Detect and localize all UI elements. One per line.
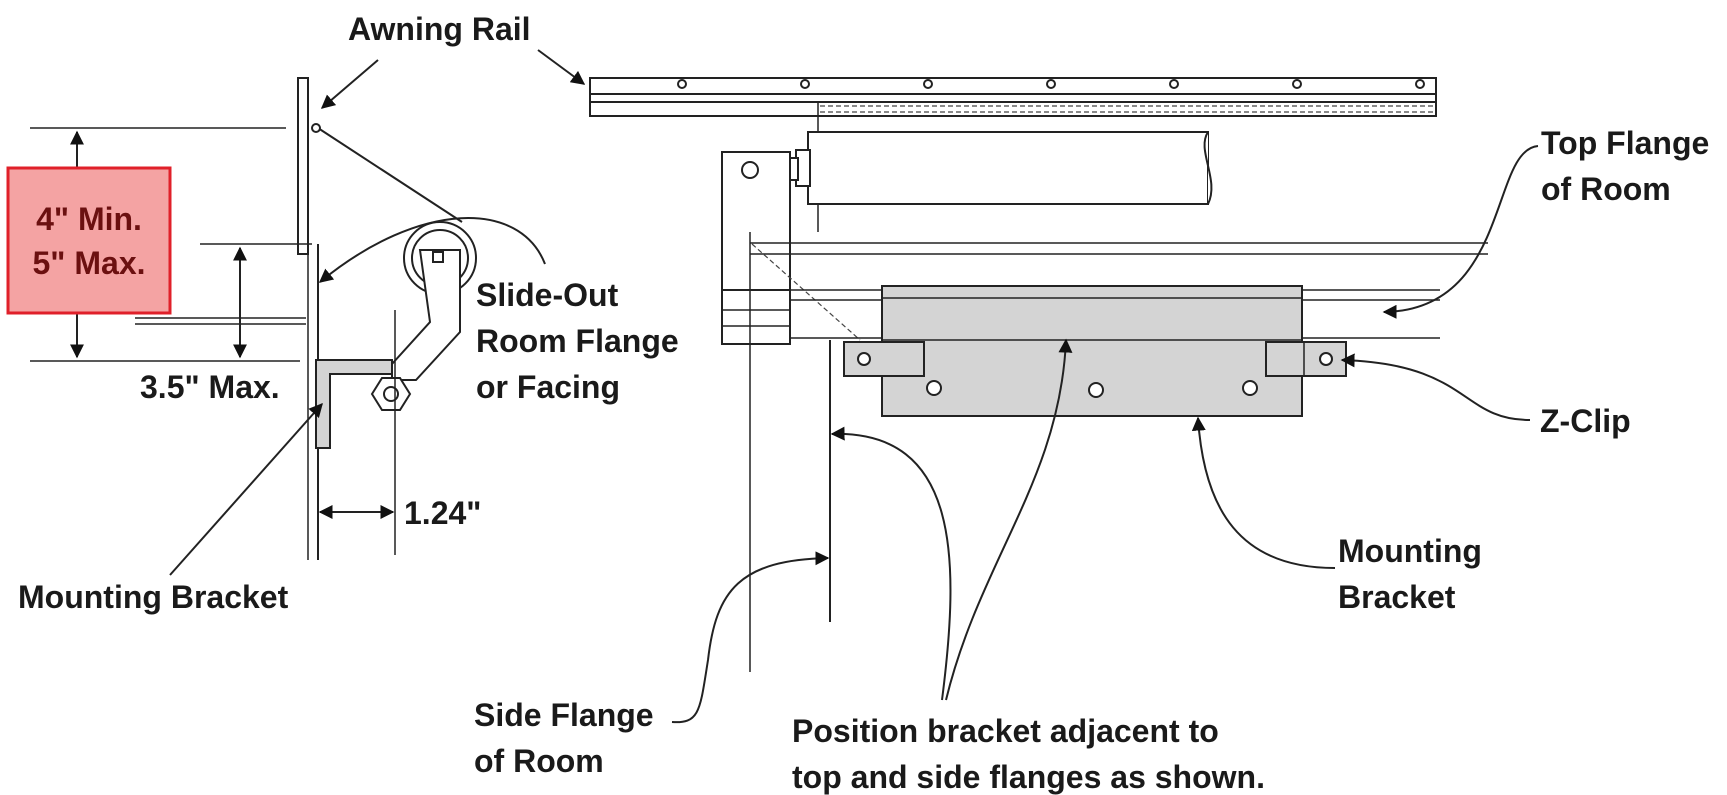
awning-rail-label: Awning Rail <box>348 11 531 47</box>
slide-out-label-1: Slide-Out <box>476 277 619 313</box>
end-cap-lower <box>721 289 791 345</box>
leader-side-flange-top <box>671 551 830 724</box>
z-clip-right-hole <box>1319 352 1333 366</box>
z-clip-left <box>843 341 925 377</box>
roller-tube-break <box>1203 131 1213 205</box>
front-view <box>589 77 1539 724</box>
roller-tube <box>807 131 1209 205</box>
end-cap-hole <box>741 161 759 179</box>
mounting-bracket-right-label-2: Bracket <box>1338 579 1456 615</box>
top-flange-diag <box>751 243 861 341</box>
awning-arm <box>317 127 463 223</box>
awning-rail-channel <box>589 101 1437 117</box>
min-label: 4" Min. <box>36 201 142 237</box>
z-clip-left-hole <box>857 352 871 366</box>
hex-nut-hole <box>383 386 399 402</box>
roller-pin <box>432 251 444 263</box>
leader-awning-rail-left <box>320 59 379 109</box>
mounting-bracket-side <box>315 359 393 449</box>
leader-position-1 <box>830 426 952 701</box>
top-flange-label-1: Top Flange <box>1541 125 1709 161</box>
leader-awning-rail-right <box>537 49 586 85</box>
leader-top-flange <box>1382 145 1539 319</box>
side-flange-label-1: Side Flange <box>474 697 654 733</box>
leader-mounting-bracket-right <box>1191 416 1336 569</box>
slide-out-label-2: Room Flange <box>476 323 679 359</box>
roller-shaft <box>789 157 799 181</box>
leader-slide-out <box>318 217 546 283</box>
z-clip-right <box>1265 341 1347 377</box>
max-label: 5" Max. <box>33 245 146 281</box>
dim-124-label: 1.24" <box>404 495 481 531</box>
mounting-bracket-right-label-1: Mounting <box>1338 533 1482 569</box>
leader-position-2 <box>945 338 1073 701</box>
leader-mounting-bracket-left <box>169 402 323 576</box>
bracket-holes <box>926 380 1258 398</box>
slide-out-label-3: or Facing <box>476 369 620 405</box>
awning-rail-side <box>297 77 309 255</box>
max-35-label: 3.5" Max. <box>140 369 280 405</box>
arm-pivot <box>311 123 321 133</box>
leader-z-clip <box>1340 353 1531 421</box>
position-label-1: Position bracket adjacent to <box>792 713 1219 749</box>
rail-holes <box>677 79 1425 89</box>
side-flange-label-2: of Room <box>474 743 604 779</box>
roller-arm <box>391 249 461 381</box>
mounting-bracket-left-label: Mounting Bracket <box>18 579 289 615</box>
z-clip-label: Z-Clip <box>1540 403 1631 439</box>
position-label-2: top and side flanges as shown. <box>792 759 1265 795</box>
highlight-box <box>6 166 172 315</box>
awning-rail-lower <box>589 93 1437 103</box>
top-flange-label-2: of Room <box>1541 171 1671 207</box>
awning-rail-front <box>589 77 1437 95</box>
